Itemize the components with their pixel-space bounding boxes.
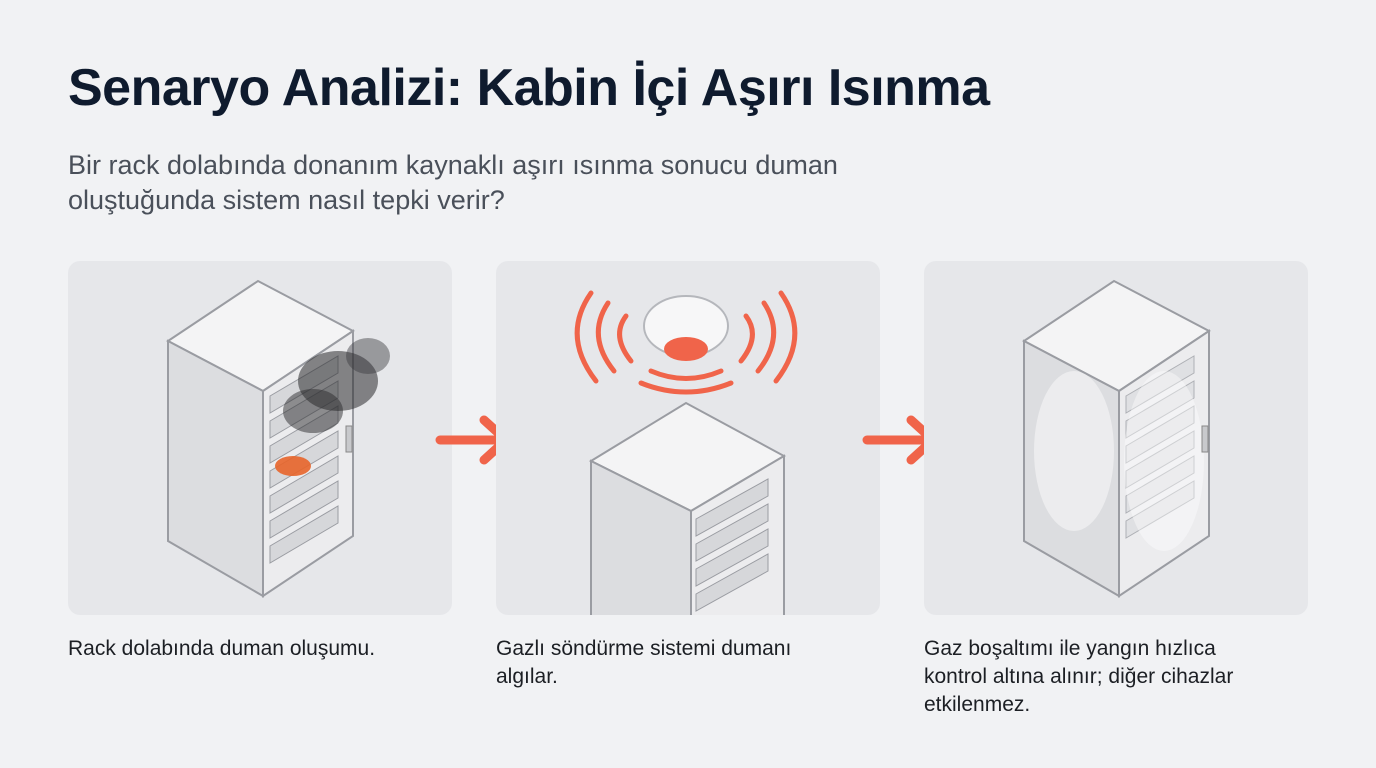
smoke-detector-alarm-icon: [574, 290, 798, 615]
step-2-caption: Gazlı söndürme sistemi dumanı algılar.: [496, 637, 792, 688]
step-3-illustration: [924, 261, 1308, 615]
step-3-caption: Gaz boşaltımı ile yangın hızlıca kontrol…: [924, 637, 1234, 716]
page-subtitle: Bir rack dolabında donanım kaynaklı aşır…: [68, 150, 838, 215]
page-title: Senaryo Analizi: Kabin İçi Aşırı Isınma: [68, 59, 990, 117]
gas-filled-rack-icon: [1022, 279, 1211, 598]
step-1-illustration: [68, 261, 452, 615]
step-1-caption: Rack dolabında duman oluşumu.: [68, 637, 376, 660]
smoking-rack-icon: [166, 279, 390, 598]
step-2-illustration: [496, 261, 880, 615]
